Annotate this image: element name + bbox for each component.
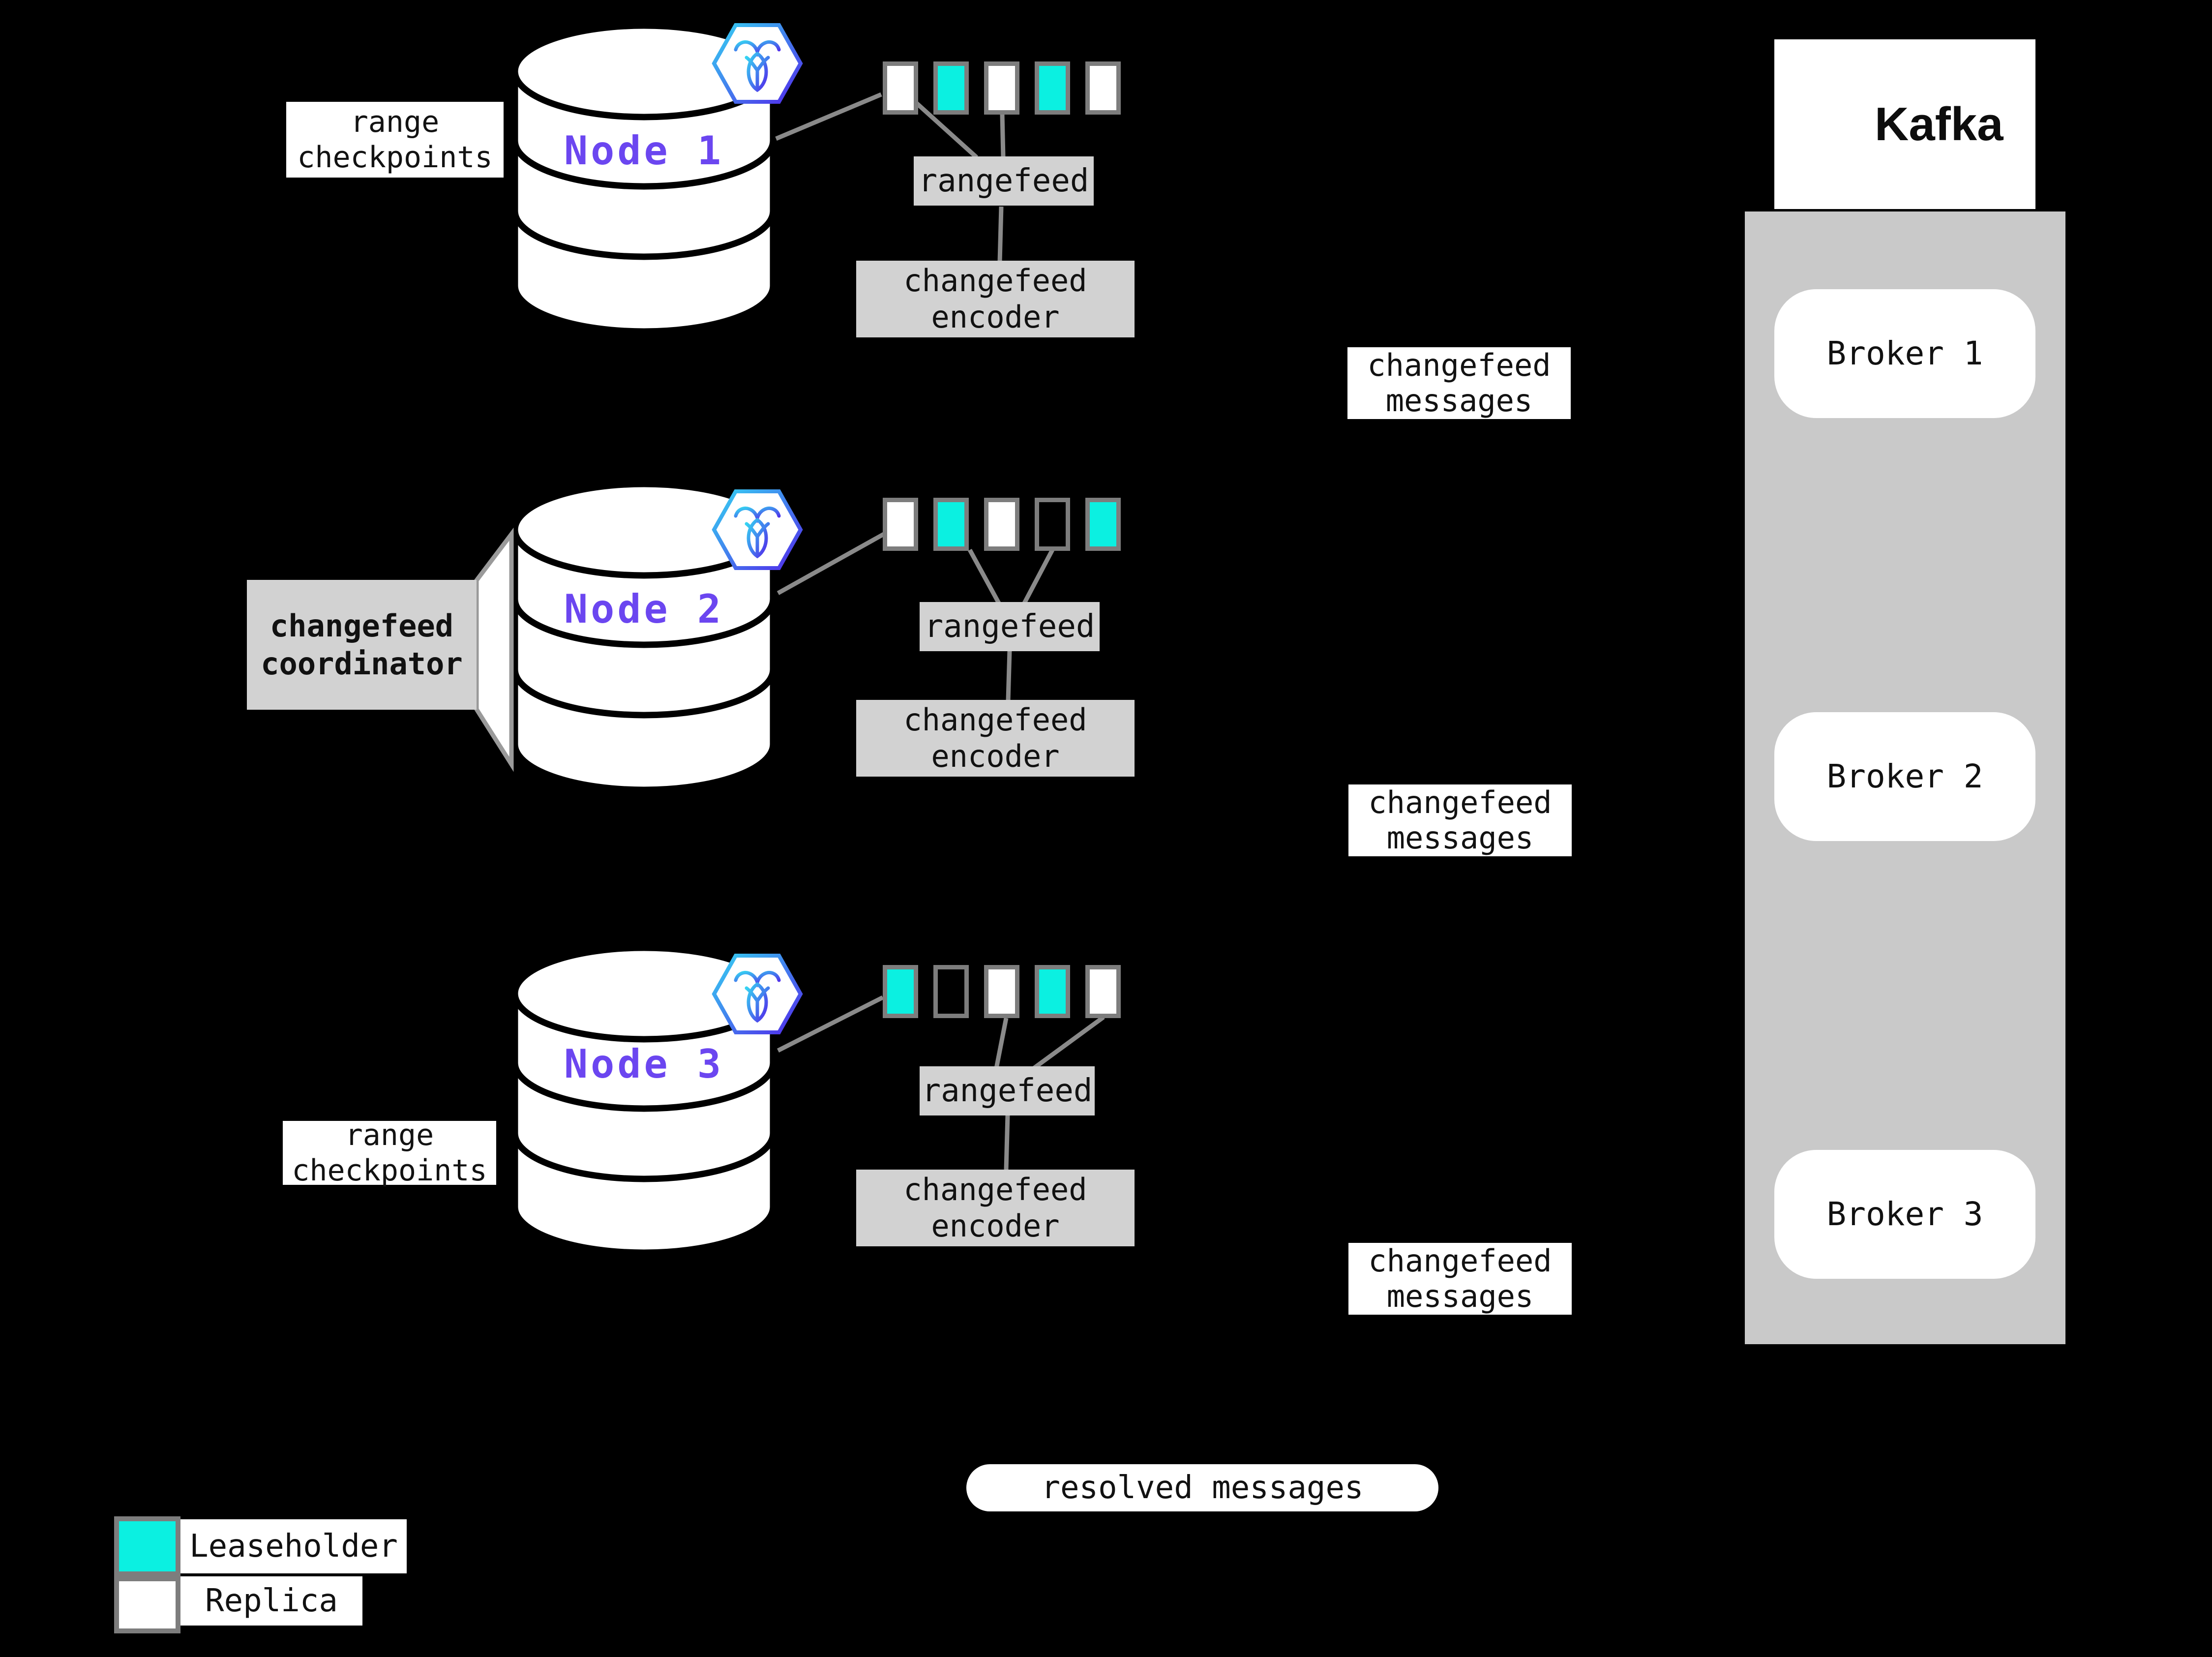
range-square [883, 61, 918, 115]
broker-1-box: Broker 1 [1774, 289, 2035, 418]
node1-rangefeed-box: rangefeed [914, 156, 1094, 206]
node2-label: Node 2 [564, 586, 724, 632]
changefeed-coordinator-label: changefeed coordinator [247, 580, 477, 710]
range-square [883, 498, 918, 551]
range-square [1085, 498, 1121, 551]
node3-changefeed-encoder-box: changefeed encoder [856, 1170, 1135, 1246]
kafka-logo-box [1774, 39, 2035, 209]
node3-changefeed-messages-label: changefeed messages [1348, 1243, 1572, 1315]
range-square [1085, 965, 1121, 1018]
node2-connectors [777, 532, 1054, 701]
cockroachdb-icon [712, 23, 803, 104]
cockroachdb-icon [712, 954, 803, 1034]
node3-label: Node 3 [564, 1041, 724, 1087]
range-square [984, 498, 1019, 551]
node1-range-checkpoints-label: range checkpoints [286, 102, 504, 178]
node2-changefeed-encoder-box: changefeed encoder [856, 700, 1135, 777]
legend-leaseholder-label: Leaseholder [180, 1519, 407, 1573]
node1-label: Node 1 [564, 128, 724, 174]
node1-database-cylinder [511, 22, 777, 335]
coordinator-wedge [474, 527, 514, 772]
range-square [1035, 61, 1070, 115]
range-square [933, 965, 969, 1018]
broker-3-box: Broker 3 [1774, 1150, 2035, 1279]
range-square [984, 61, 1019, 115]
range-square [933, 61, 969, 115]
node3-range-checkpoints-label: range checkpoints [283, 1118, 496, 1188]
node1-changefeed-messages-label: changefeed messages [1347, 347, 1571, 419]
node2-changefeed-messages-label: changefeed messages [1348, 784, 1572, 856]
range-square [1035, 965, 1070, 1018]
range-square [933, 498, 969, 551]
legend-replica-swatch [114, 1576, 180, 1633]
broker-2-box: Broker 2 [1774, 712, 2035, 841]
node1-connectors [775, 92, 1006, 262]
range-square [883, 965, 918, 1018]
node1-changefeed-encoder-box: changefeed encoder [856, 261, 1135, 337]
cockroachdb-icon [712, 489, 803, 570]
node3-connectors [777, 995, 1105, 1170]
range-square [1035, 498, 1070, 551]
range-square [1085, 61, 1121, 115]
range-square [984, 965, 1019, 1018]
node2-rangefeed-box: rangefeed [920, 602, 1100, 651]
resolved-messages-pill: resolved messages [966, 1464, 1438, 1511]
node3-rangefeed-box: rangefeed [920, 1066, 1095, 1115]
node2-database-cylinder [511, 481, 777, 793]
legend-replica-label: Replica [180, 1576, 362, 1626]
node3-database-cylinder [511, 944, 777, 1256]
kafka-logo-text: Kafka [1875, 98, 2003, 151]
legend-leaseholder-swatch [114, 1516, 180, 1576]
